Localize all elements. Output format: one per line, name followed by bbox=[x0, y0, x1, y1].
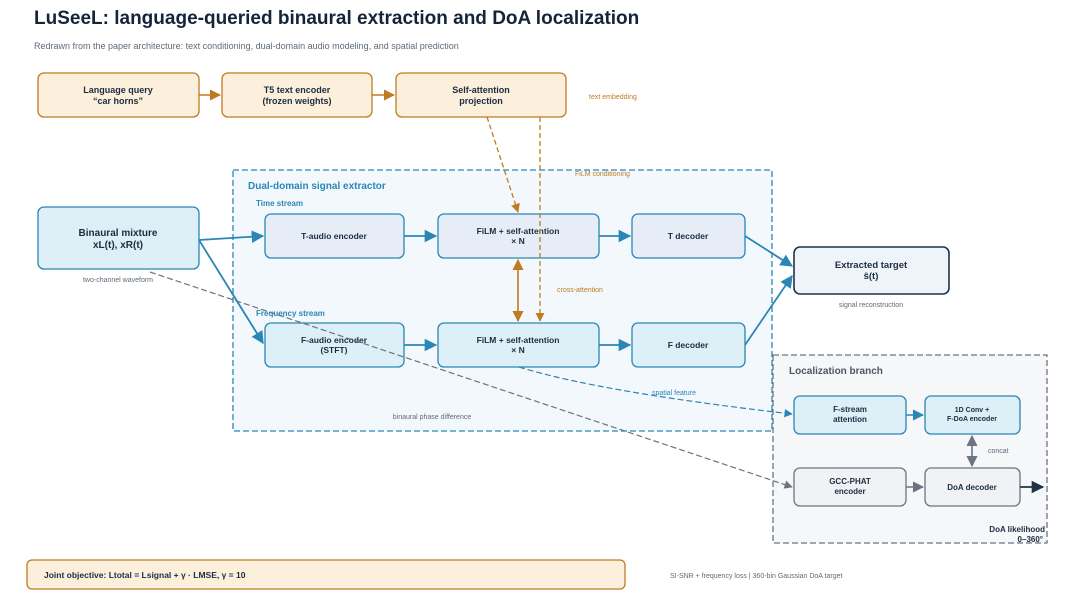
phase-note: binaural phase difference bbox=[393, 414, 472, 421]
svg-text:F-DoA encoder: F-DoA encoder bbox=[947, 416, 997, 423]
svg-text:GCC-PHAT: GCC-PHAT bbox=[829, 477, 871, 486]
mixture-caption: two-channel waveform bbox=[83, 277, 153, 284]
f-audio-encoder-node: F-audio encoder (STFT) bbox=[264, 322, 405, 368]
joint-objective-text: Joint objective: Ltotal = Lsignal + γ · … bbox=[44, 570, 246, 580]
svg-text:T5 text encoder: T5 text encoder bbox=[264, 85, 331, 95]
svg-text:1D Conv +: 1D Conv + bbox=[955, 407, 989, 414]
arrow-film-conditioning-time bbox=[486, 116, 520, 213]
t-audio-encoder-node: T-audio encoder bbox=[264, 213, 405, 259]
svg-text:(STFT): (STFT) bbox=[321, 345, 348, 355]
svg-text:ŝ(t): ŝ(t) bbox=[864, 271, 879, 282]
page-subtitle: Redrawn from the paper architecture: tex… bbox=[34, 41, 459, 51]
svg-text:F-stream: F-stream bbox=[833, 405, 867, 414]
svg-text:FiLM + self-attention: FiLM + self-attention bbox=[477, 226, 560, 236]
self-attention-projection-node: Self-attention projection bbox=[395, 72, 567, 118]
svg-text:encoder: encoder bbox=[834, 487, 865, 496]
film-conditioning-note: FiLM conditioning bbox=[575, 171, 630, 178]
t5-encoder-node: T5 text encoder (frozen weights) bbox=[221, 72, 373, 118]
t-film-self-attention-node: FiLM + self-attention × N bbox=[437, 213, 600, 259]
arrow-mixture-to-f-encoder bbox=[198, 239, 264, 345]
joint-objective-box: Joint objective: Ltotal = Lsignal + γ · … bbox=[26, 559, 626, 590]
arrow-phase-difference bbox=[149, 271, 793, 489]
frequency-stream-label: Frequency stream bbox=[256, 309, 325, 318]
concat-label: concat bbox=[988, 448, 1009, 455]
svg-text:T decoder: T decoder bbox=[668, 231, 709, 241]
language-query-node: Language query “car horns” bbox=[37, 72, 200, 118]
svg-text:T-audio encoder: T-audio encoder bbox=[301, 231, 367, 241]
time-stream-label: Time stream bbox=[256, 199, 303, 208]
extractor-title: Dual-domain signal extractor bbox=[248, 181, 386, 192]
spatial-feature-label: spatial feature bbox=[652, 390, 696, 397]
svg-text:Self-attention: Self-attention bbox=[452, 85, 510, 95]
conv-f-doa-encoder-node: 1D Conv + F-DoA encoder bbox=[924, 395, 1021, 435]
svg-text:Language query: Language query bbox=[83, 85, 153, 95]
arrow-f-decoder-to-output bbox=[744, 274, 793, 346]
svg-text:“car horns”: “car horns” bbox=[93, 96, 143, 106]
output-caption: signal reconstruction bbox=[839, 302, 903, 309]
doa-decoder-node: DoA decoder bbox=[924, 467, 1021, 507]
svg-text:(frozen weights): (frozen weights) bbox=[263, 96, 332, 106]
svg-text:× N: × N bbox=[511, 345, 524, 355]
cross-attention-label: cross-attention bbox=[557, 287, 603, 294]
svg-text:F decoder: F decoder bbox=[668, 340, 709, 350]
f-stream-attention-node: F-stream attention bbox=[793, 395, 907, 435]
footer-note: SI-SNR + frequency loss | 360-bin Gaussi… bbox=[670, 573, 842, 580]
t-decoder-node: T decoder bbox=[631, 213, 746, 259]
svg-text:xL(t), xR(t): xL(t), xR(t) bbox=[93, 240, 143, 251]
svg-text:F-audio encoder: F-audio encoder bbox=[301, 335, 368, 345]
f-film-self-attention-node: FiLM + self-attention × N bbox=[437, 322, 600, 368]
f-decoder-node: F decoder bbox=[631, 322, 746, 368]
svg-text:× N: × N bbox=[511, 236, 524, 246]
svg-text:attention: attention bbox=[833, 415, 867, 424]
gcc-phat-encoder-node: GCC-PHAT encoder bbox=[793, 467, 907, 507]
svg-text:FiLM + self-attention: FiLM + self-attention bbox=[477, 335, 560, 345]
svg-text:Extracted target: Extracted target bbox=[835, 260, 908, 271]
arrow-spatial-feature bbox=[518, 366, 793, 418]
svg-text:projection: projection bbox=[459, 96, 503, 106]
svg-text:DoA decoder: DoA decoder bbox=[947, 483, 997, 492]
extracted-target-node: Extracted target ŝ(t) bbox=[793, 246, 950, 295]
binaural-mixture-node: Binaural mixture xL(t), xR(t) bbox=[37, 206, 200, 270]
arrow-t-decoder-to-output bbox=[744, 235, 794, 267]
localization-title: Localization branch bbox=[789, 366, 883, 377]
page-title: LuSeeL: language-queried binaural extrac… bbox=[34, 8, 640, 29]
svg-text:Binaural mixture: Binaural mixture bbox=[79, 228, 158, 239]
arrow-mixture-to-t-encoder bbox=[198, 230, 265, 243]
text-embedding-note: text embedding bbox=[589, 94, 637, 101]
